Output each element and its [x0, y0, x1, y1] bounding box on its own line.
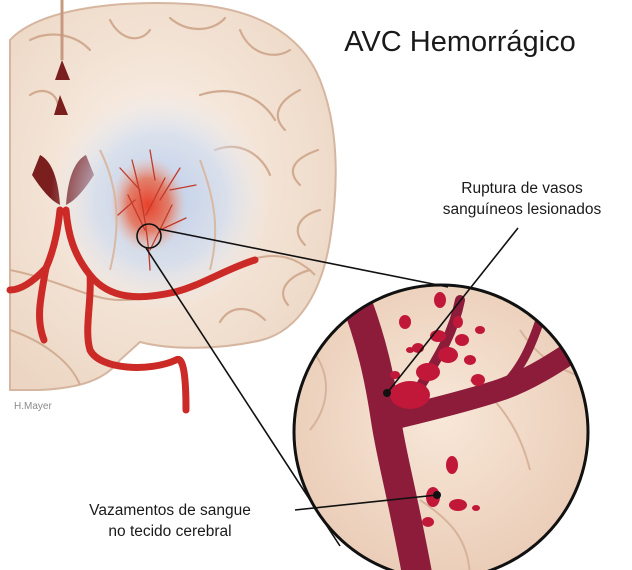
rupture-label-line2: sanguíneos lesionados	[412, 199, 632, 220]
leak-pointer-dot	[433, 491, 441, 499]
magnified-view	[294, 285, 590, 570]
artist-credit: H.Mayer	[14, 401, 52, 412]
rupture-label: Ruptura de vasos sanguíneos lesionados	[412, 178, 632, 220]
brain-section	[10, 0, 336, 410]
page-title: AVC Hemorrágico	[300, 26, 620, 59]
leak-label: Vazamentos de sangue no tecido cerebral	[50, 500, 290, 542]
leak-label-line2: no tecido cerebral	[50, 521, 290, 542]
rupture-label-line1: Ruptura de vasos	[412, 178, 632, 199]
rupture-pointer-dot	[383, 389, 391, 397]
leak-label-line1: Vazamentos de sangue	[50, 500, 290, 521]
